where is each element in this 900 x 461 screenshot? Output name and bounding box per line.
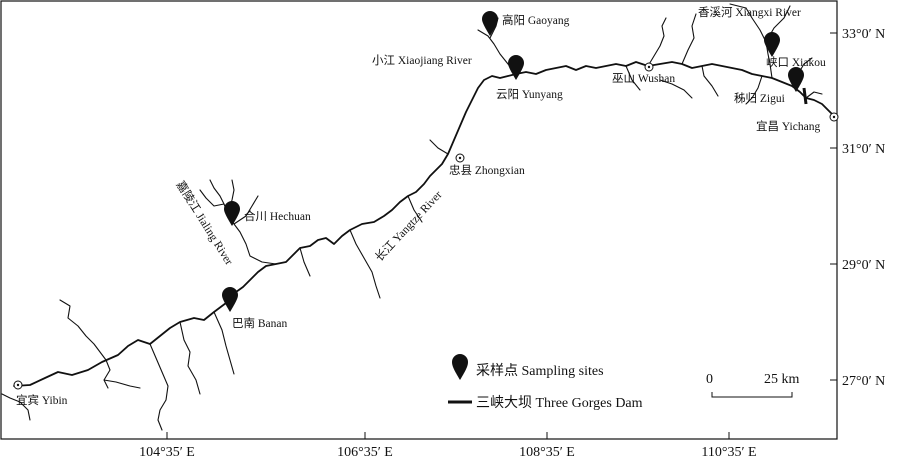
yangtze-river-line xyxy=(13,61,835,387)
pin-banan xyxy=(222,287,238,312)
label-hechuan: 合川 Hechuan xyxy=(244,209,311,223)
lat-label-31: 31°0′ N xyxy=(842,142,885,157)
lon-label-104: 104°35′ E xyxy=(139,445,195,460)
map-frame xyxy=(0,0,838,440)
scale-end: 25 km xyxy=(764,372,800,387)
pin-gaoyang xyxy=(482,11,498,36)
label-zigui: 秭归 Zigui xyxy=(734,91,785,105)
pin-yunyang xyxy=(508,55,524,80)
label-gaoyang: 高阳 Gaoyang xyxy=(502,13,570,27)
sampling-pins xyxy=(222,11,804,312)
scale-zero: 0 xyxy=(706,372,713,387)
label-xiakou: 峡口 Xiakou xyxy=(766,55,826,69)
label-yichang: 宜昌 Yichang xyxy=(756,119,820,133)
lon-ticks xyxy=(166,432,730,439)
label-yibin: 宜宾 Yibin xyxy=(16,393,68,407)
label-banan: 巴南 Banan xyxy=(232,316,288,330)
pin-hechuan xyxy=(224,201,240,226)
label-wushan: 巫山 Wushan xyxy=(612,72,675,85)
three-gorges-dam-mark xyxy=(802,87,808,105)
label-jialing: 嘉陵江 Jialing River xyxy=(173,179,235,268)
lon-label-108: 108°35′ E xyxy=(519,445,575,460)
label-xiaojiang: 小江 Xiaojiang River xyxy=(372,54,472,67)
legend-dam-label: 三峡大坝 Three Gorges Dam xyxy=(476,395,643,411)
label-yangtze: 长江 Yangtze River xyxy=(373,188,445,264)
legend-sampling-label: 采样点 Sampling sites xyxy=(476,363,604,379)
label-xiangxi: 香溪河 Xiangxi River xyxy=(698,6,801,19)
pin-zigui xyxy=(788,67,804,92)
label-yunyang: 云阳 Yunyang xyxy=(496,88,563,101)
scale-bar: 0 25 km xyxy=(706,372,800,398)
pin-xiakou xyxy=(764,32,780,57)
lat-label-33: 33°0′ N xyxy=(842,27,885,42)
lon-label-110: 110°35′ E xyxy=(701,445,756,460)
legend: 采样点 Sampling sites 三峡大坝 Three Gorges Dam xyxy=(448,354,643,411)
lon-label-106: 106°35′ E xyxy=(337,445,393,460)
legend-pin-icon xyxy=(452,354,468,380)
label-zhongxian: 忠县 Zhongxian xyxy=(449,164,525,177)
lat-label-29: 29°0′ N xyxy=(842,258,885,273)
lat-label-27: 27°0′ N xyxy=(842,374,885,389)
lat-ticks xyxy=(830,32,837,381)
